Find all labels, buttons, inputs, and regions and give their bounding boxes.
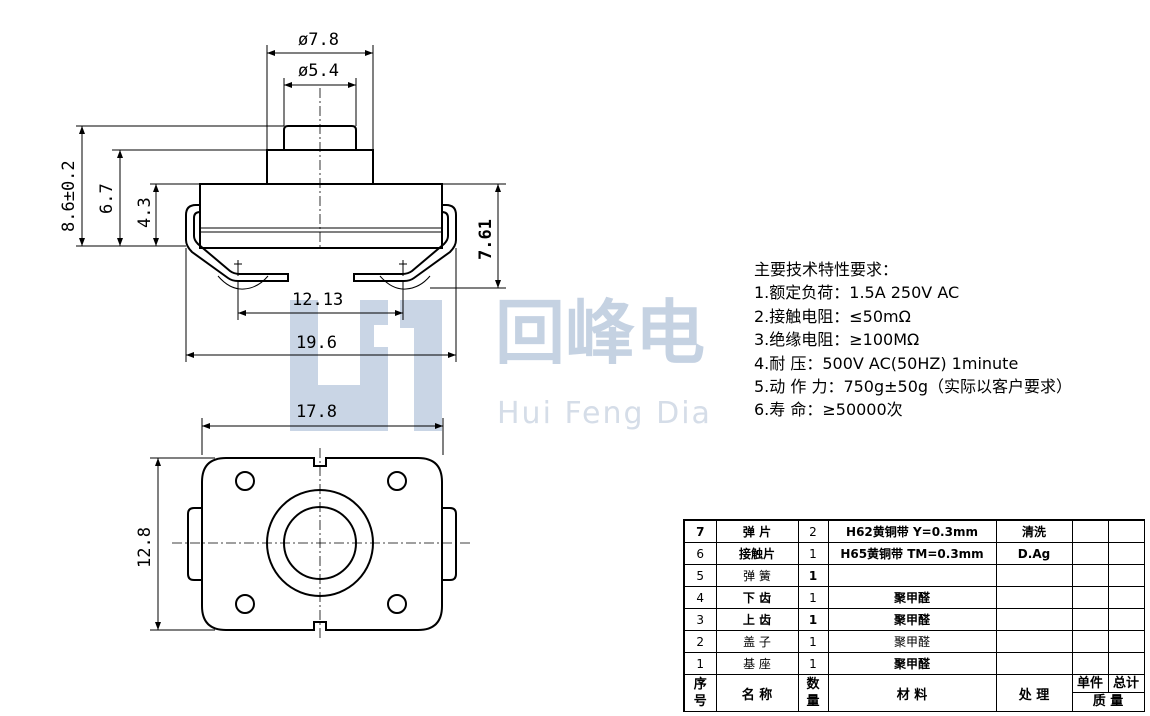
dim-inner-diameter: ø5.4 [298,61,339,81]
top-view: 17.8 12.8 [135,402,470,640]
spec-item: 4.耐 压：500V AC(50HZ) 1minute [754,353,1019,373]
bom-row: 7 弹 片 2 H62黄铜带 Y=0.3mm 清洗 [683,519,1145,543]
bom-row: 1 基 座 1 聚甲醛 [683,652,1145,675]
dim-pin-pitch: 12.13 [292,290,343,310]
dim-total-height: 8.6±0.2 [59,160,79,232]
bom-table: 7 弹 片 2 H62黄铜带 Y=0.3mm 清洗 6 接触片 1 H65黄铜带… [683,519,1145,712]
bom-header-row: 序 号 名 称 数 量 材 料 处 理 单件 总计 质 量 [683,674,1145,712]
dim-total-width: 19.6 [296,333,337,353]
dim-outer-diameter: ø7.8 [298,30,339,50]
dim-body-height: 6.7 [97,183,117,214]
spec-item: 6.寿 命：≥50000次 [754,400,903,420]
dim-top-height: 12.8 [135,527,155,568]
spec-title: 主要技术特性要求： [754,260,899,279]
bom-row: 2 盖 子 1 聚甲醛 [683,630,1145,653]
spec-list: 主要技术特性要求： 1.额定负荷：1.5A 250V AC 2.接触电阻：≤50… [754,258,1072,422]
watermark-subtext: Hui Feng Dia [497,396,712,431]
bom-row: 5 弹 簧 1 [683,564,1145,587]
spec-item: 3.绝缘电阻：≥100MΩ [754,330,920,350]
spec-item: 2.接触电阻：≤50mΩ [754,306,911,326]
dim-top-width: 17.8 [296,402,337,422]
spec-item: 1.额定负荷：1.5A 250V AC [754,283,960,303]
side-view: ø7.8 ø5.4 8.6±0.2 6.7 4.3 7.61 12.13 [59,30,506,362]
bom-row: 3 上 齿 1 聚甲醛 [683,608,1145,631]
bom-row: 4 下 齿 1 聚甲醛 [683,586,1145,609]
spec-item: 5.动 作 力：750g±50g（实际以客户要求） [754,376,1073,396]
dim-base-height: 4.3 [135,197,155,228]
watermark: 回峰电 Hui Feng Dia [290,292,712,431]
watermark-text: 回峰电 [495,292,705,374]
bom-row: 6 接触片 1 H65黄铜带 TM=0.3mm D.Ag [683,542,1145,565]
watermark-logo [290,300,442,431]
dim-right-height: 7.61 [476,219,496,260]
